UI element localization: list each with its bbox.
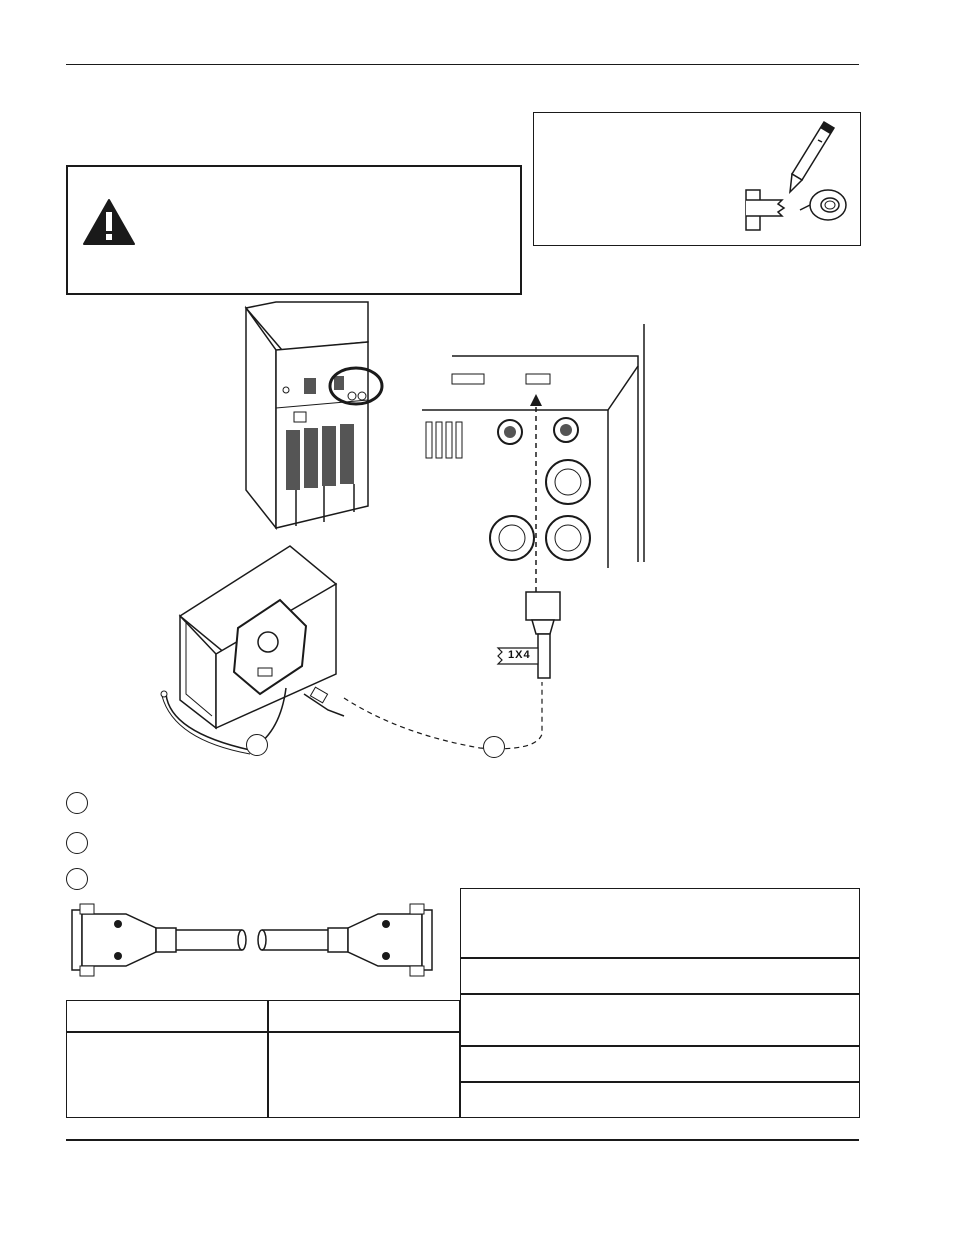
warning-triangle-icon [83, 199, 135, 245]
power-supply-illustration [244, 301, 384, 531]
parts-table [66, 1000, 460, 1118]
cable-run-dashed [343, 682, 543, 750]
legend-marker-2 [66, 832, 88, 854]
callout-a [246, 734, 268, 756]
header-rule [66, 64, 859, 65]
legend-marker-3 [66, 868, 88, 890]
rear-panel-illustration [422, 324, 645, 592]
warning-box [66, 165, 522, 295]
cable-plug-illustration [496, 591, 561, 679]
tape-roll-icon [799, 189, 847, 221]
cable-assembly-illustration [71, 903, 433, 977]
tip-box [533, 112, 861, 246]
pen-icon [789, 120, 836, 195]
spec-table [460, 888, 860, 1118]
footer-rule [66, 1139, 859, 1141]
legend-marker-1 [66, 792, 88, 814]
cable-label-icon [745, 189, 786, 231]
cable-label: 1X4 [508, 649, 531, 661]
callout-b [483, 736, 505, 758]
pendant-illustration [160, 545, 345, 755]
